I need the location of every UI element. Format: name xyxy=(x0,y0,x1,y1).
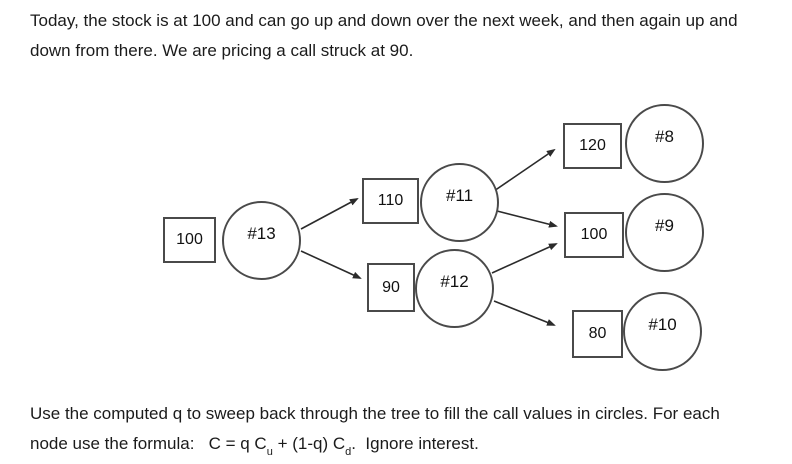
call-value-circle-updown: #9 xyxy=(625,193,704,272)
call-value-label: #11 xyxy=(445,185,474,205)
call-value-label: #8 xyxy=(655,126,674,146)
arrow-down-to-downdown xyxy=(493,300,556,326)
arrow-up-to-updown xyxy=(496,210,558,228)
call-value-circle-downdown: #10 xyxy=(623,292,702,371)
stock-price-value: 90 xyxy=(382,278,400,296)
arrow-root-to-down xyxy=(300,250,362,279)
intro-line-2: down from there. We are pricing a call s… xyxy=(30,41,414,60)
formula-mid: + (1-q) C xyxy=(272,434,346,453)
stock-price-value: 110 xyxy=(377,192,404,209)
instructions-line-1: Use the computed q to sweep back through… xyxy=(30,404,720,423)
stock-price-box-root: 100 xyxy=(163,217,216,263)
stock-price-value: 120 xyxy=(579,137,606,154)
formula-subscript-d: d xyxy=(345,446,352,459)
formula-suffix: . Ignore interest. xyxy=(351,434,479,453)
arrow-up-to-upup xyxy=(493,148,556,192)
formula-subscript-u: u xyxy=(266,446,273,459)
call-value-circle-upup: #8 xyxy=(625,104,704,183)
arrow-down-to-updown xyxy=(491,243,558,274)
stock-price-value: 80 xyxy=(588,325,607,342)
call-value-circle-down: #12 xyxy=(415,249,494,328)
stock-price-box-up: 110 xyxy=(362,178,419,224)
arrow-root-to-up xyxy=(300,198,359,230)
stock-price-box-updown: 100 xyxy=(564,212,624,258)
call-value-label: #13 xyxy=(247,223,276,243)
formula-prefix: node use the formula: C = q C xyxy=(30,434,267,453)
intro-line-1: Today, the stock is at 100 and can go up… xyxy=(30,11,738,30)
stock-price-box-upup: 120 xyxy=(563,123,622,169)
stock-price-value: 100 xyxy=(580,226,608,243)
call-value-circle-root: #13 xyxy=(222,201,301,280)
instructions-formula-line: node use the formula: C = q Cu + (1-q) C… xyxy=(30,429,780,459)
stock-price-box-downdown: 80 xyxy=(572,310,623,358)
call-value-label: #10 xyxy=(648,314,677,334)
call-value-circle-up: #11 xyxy=(420,163,499,242)
intro-paragraph: Today, the stock is at 100 and can go up… xyxy=(30,6,780,66)
instructions-paragraph: Use the computed q to sweep back through… xyxy=(30,399,780,459)
stock-price-box-down: 90 xyxy=(367,263,415,312)
call-value-label: #9 xyxy=(655,215,674,235)
stock-price-value: 100 xyxy=(176,231,203,248)
call-value-label: #12 xyxy=(440,271,469,291)
